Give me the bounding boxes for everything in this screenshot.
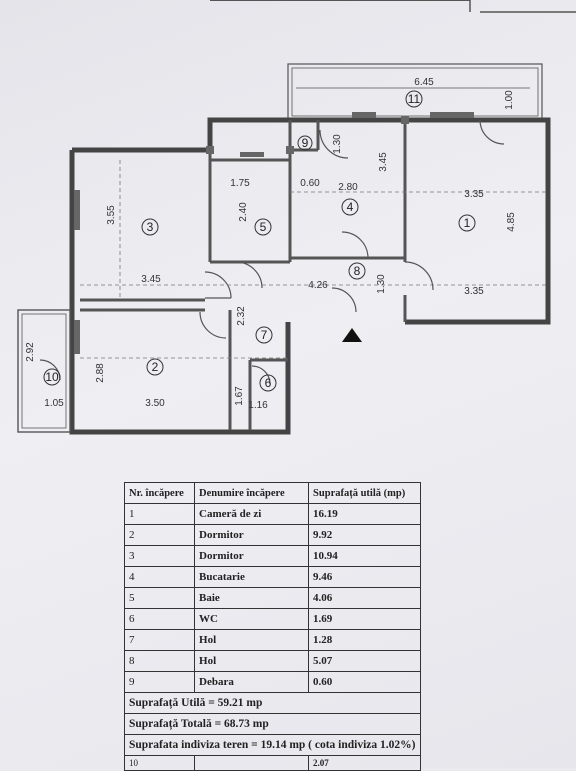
dimension-label: 3.45: [378, 152, 389, 172]
room-label: 11: [408, 92, 421, 106]
table-row: 10 2.07: [123, 755, 421, 771]
room-name: Debara: [194, 671, 310, 693]
column-header-name: Denumire încăpere: [194, 482, 310, 504]
room-label: 5: [260, 220, 267, 234]
inner-walls: [80, 120, 407, 430]
room-nr: 2: [123, 524, 196, 546]
dimension-label: 1.16: [248, 400, 268, 411]
summary-row: Suprafață Utilă = 59.21 mp: [124, 692, 421, 714]
dimension-label: 3.35: [464, 189, 484, 200]
room-name: [194, 755, 310, 771]
summary-row: Suprafata indiviza teren = 19.14 mp ( co…: [124, 734, 421, 756]
room-name: Dormitor: [194, 524, 310, 546]
room-label: 10: [45, 370, 59, 384]
dimension-label: 1.30: [376, 274, 387, 294]
room-name: Hol: [194, 650, 310, 672]
room-nr: 1: [123, 503, 196, 525]
dimension-label: 2.88: [95, 363, 106, 383]
rooms-table: Nr. încăpere Denumire încăpere Suprafață…: [123, 482, 421, 771]
dimension-label: 3.35: [464, 286, 484, 297]
room-area: 5.07: [308, 650, 421, 672]
dimension-label: 1.30: [332, 134, 343, 154]
dimension-label: 4.85: [506, 212, 517, 232]
room-label: 9: [302, 136, 309, 150]
table-row: 1 Cameră de zi 16.19: [123, 503, 421, 525]
room-area: 16.19: [308, 503, 421, 525]
room-nr: 6: [123, 608, 196, 630]
room-nr: 3: [123, 545, 196, 567]
dimension-label: 2.40: [238, 202, 249, 222]
dimension-label: 2.32: [236, 306, 247, 326]
dimension-label: 4.26: [308, 280, 328, 291]
table-row: 5 Baie 4.06: [123, 587, 421, 609]
room-area: 2.07: [308, 755, 421, 771]
table-row: 7 Hol 1.28: [123, 629, 421, 651]
dimension-label: 6.45: [414, 77, 434, 88]
dimension-label: 1.75: [230, 178, 250, 189]
room-label: 2: [152, 360, 159, 374]
dimension-labels: 6.45 1.00 1.30 3.45 0.60 2.80 1.75 3.35 …: [25, 77, 517, 411]
room-area: 10.94: [308, 545, 421, 567]
column-header-nr: Nr. încăpere: [123, 482, 196, 504]
room-area: 0.60: [308, 671, 421, 693]
door-swings: [39, 119, 505, 385]
table-row: 9 Debara 0.60: [123, 671, 421, 693]
table-row: 6 WC 1.69: [123, 608, 421, 630]
room-label: 7: [261, 328, 268, 342]
room-name: Bucatarie: [194, 566, 310, 588]
balcony-10-outline: [17, 309, 71, 433]
walls: [69, 117, 551, 435]
total-area: Suprafață Totală = 68.73 mp: [124, 713, 421, 735]
room-label: 4: [347, 200, 354, 214]
room-area: 9.46: [308, 566, 421, 588]
room-area: 1.28: [308, 629, 421, 651]
room-name: Baie: [194, 587, 310, 609]
table-header-row: Nr. încăpere Denumire încăpere Suprafață…: [123, 482, 421, 504]
dimension-label: 2.92: [25, 342, 36, 362]
room-label: 6: [265, 376, 272, 390]
room-labels: 1 2 3 4 5 6 7 8 9 10 11: [43, 90, 476, 392]
room-nr: 9: [123, 671, 196, 693]
dimension-label: 3.55: [106, 205, 117, 225]
dimension-label: 3.45: [141, 274, 161, 285]
dimension-label: 3.50: [145, 398, 165, 409]
total-useful-area: Suprafață Utilă = 59.21 mp: [124, 692, 421, 714]
room-name: Dormitor: [194, 545, 310, 567]
room-name: WC: [194, 608, 310, 630]
orientation-marker: [342, 328, 362, 342]
windows: [74, 112, 474, 354]
room-area: 1.69: [308, 608, 421, 630]
room-label: 1: [464, 216, 471, 230]
room-nr: 8: [123, 650, 196, 672]
table-row: 2 Dormitor 9.92: [123, 524, 421, 546]
room-nr: 10: [123, 755, 196, 771]
dimension-label: 1.00: [504, 90, 515, 110]
dimension-label: 1.05: [44, 398, 64, 409]
room-area: 9.92: [308, 524, 421, 546]
room-nr: 4: [123, 566, 196, 588]
dimension-label: 0.60: [300, 178, 320, 189]
table-row: 8 Hol 5.07: [123, 650, 421, 672]
summary-row: Suprafață Totală = 68.73 mp: [124, 713, 421, 735]
room-label: 3: [147, 220, 154, 234]
room-name: Cameră de zi: [194, 503, 310, 525]
room-nr: 7: [123, 629, 196, 651]
room-nr: 5: [123, 587, 196, 609]
room-label: 8: [354, 264, 361, 278]
floor-plan: 1 2 3 4 5 6 7 8 9 10 11 6.45 1.00 1.30 3…: [17, 0, 576, 435]
room-name: Hol: [194, 629, 310, 651]
dimension-label: 2.80: [338, 182, 358, 193]
table-row: 4 Bucatarie 9.46: [123, 566, 421, 588]
dimension-label: 1.67: [234, 386, 245, 406]
pillars: [206, 116, 409, 154]
table-row: 3 Dormitor 10.94: [123, 545, 421, 567]
axis-lines: [80, 160, 548, 359]
land-share-area: Suprafata indiviza teren = 19.14 mp ( co…: [124, 734, 421, 756]
room-area: 4.06: [308, 587, 421, 609]
column-header-area: Suprafață utilă (mp): [308, 482, 421, 504]
